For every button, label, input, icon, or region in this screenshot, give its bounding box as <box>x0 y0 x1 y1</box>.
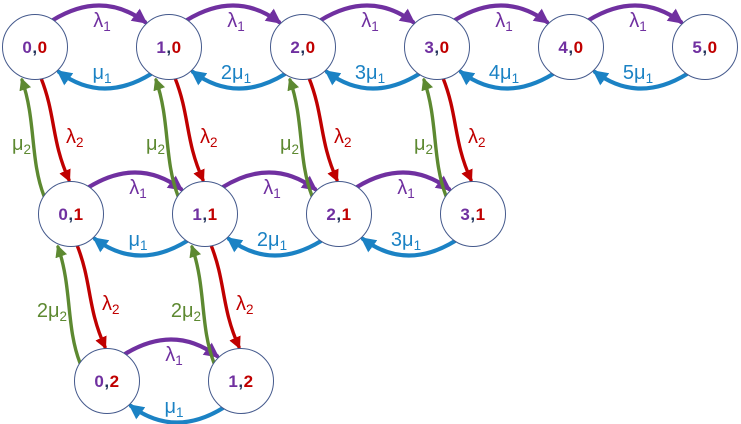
edge-lambda2-1,0-to-1,1 <box>173 76 205 183</box>
edge-lambda1-0,0-to-1,0 <box>50 3 148 25</box>
edge-mu2-1,2-to-1,1 <box>189 244 216 365</box>
edge-label-2,0-to-1,0: 2μ1 <box>221 62 251 86</box>
edge-mu1-1,2-to-0,2 <box>128 403 226 424</box>
edge-label-0,0-to-1,0: λ1 <box>93 10 111 34</box>
edge-lambda2-0,0-to-0,1 <box>39 76 71 183</box>
edge-mu1-4,0-to-3,0 <box>458 69 556 91</box>
edge-mu2-0,1-to-0,0 <box>19 77 46 198</box>
state-node-3,0 <box>404 14 470 80</box>
edge-lambda2-3,0-to-3,1 <box>441 76 473 183</box>
edge-mu1-3,1-to-2,1 <box>360 236 458 258</box>
state-label-0,0: 0,0 <box>22 38 47 57</box>
transition-edges: λ1 λ1 λ1 λ1 λ1 μ1 2μ1 3μ1 4μ1 5μ1 λ1 λ1 λ1 μ1 2μ1 3μ1 λ1… <box>12 3 690 424</box>
edge-label-0,2-to-1,2: λ1 <box>165 344 183 368</box>
edge-lambda1-4,0-to-5,0 <box>586 3 684 25</box>
state-node-0,2 <box>74 348 140 414</box>
state-node-1,2 <box>208 348 274 414</box>
state-node-3,1 <box>440 181 506 247</box>
state-nodes: 0,0 1,0 2,0 3,0 4,0 5,0 0,1 1,1 2,1 3,1 0,2 1,2 <box>2 14 738 414</box>
state-node-1,0 <box>136 14 202 80</box>
edge-label-1,0-to-0,0: μ1 <box>92 62 111 86</box>
state-node-4,0 <box>538 14 604 80</box>
state-label-1,2: 1,2 <box>228 372 253 391</box>
edge-label-1,0-to-1,1: λ2 <box>200 126 218 150</box>
edge-label-1,1-to-1,2: λ2 <box>236 293 254 317</box>
edge-mu1-3,0-to-2,0 <box>324 69 422 91</box>
state-label-0,2: 0,2 <box>94 372 119 391</box>
state-label-5,0: 5,0 <box>692 38 717 57</box>
state-node-1,1 <box>172 181 238 247</box>
state-node-2,0 <box>270 14 336 80</box>
edge-label-1,1-to-2,1: λ1 <box>263 177 281 201</box>
edge-label-1,2-to-1,1: 2μ2 <box>171 300 201 324</box>
edge-mu1-2,1-to-1,1 <box>226 236 324 258</box>
edge-label-5,0-to-4,0: 5μ1 <box>623 62 653 86</box>
edge-lambda1-0,1-to-1,1 <box>86 170 184 192</box>
edge-mu2-1,1-to-1,0 <box>153 77 180 198</box>
edge-lambda2-2,0-to-2,1 <box>307 76 339 183</box>
edge-mu1-2,0-to-1,0 <box>190 69 288 91</box>
state-label-3,1: 3,1 <box>460 205 485 224</box>
edge-label-1,1-to-0,1: μ1 <box>128 229 147 253</box>
state-node-5,0 <box>672 14 738 80</box>
edge-label-1,0-to-2,0: λ1 <box>227 10 245 34</box>
edge-lambda1-2,0-to-3,0 <box>318 3 416 25</box>
edge-label-3,1-to-2,1: 3μ1 <box>391 229 421 253</box>
state-label-4,0: 4,0 <box>558 38 583 57</box>
edge-lambda2-1,1-to-1,2 <box>209 243 241 350</box>
edge-lambda1-0,2-to-1,2 <box>122 337 220 359</box>
edge-label-2,0-to-2,1: λ2 <box>334 126 352 150</box>
edge-lambda2-0,1-to-0,2 <box>75 243 107 350</box>
edge-mu1-1,1-to-0,1 <box>92 236 190 258</box>
edge-label-0,1-to-0,0: μ2 <box>12 133 31 157</box>
edge-mu2-0,2-to-0,1 <box>55 244 82 365</box>
edge-label-0,1-to-1,1: λ1 <box>129 177 147 201</box>
edge-label-4,0-to-3,0: 4μ1 <box>489 62 519 86</box>
edge-mu1-1,0-to-0,0 <box>56 69 154 91</box>
state-node-0,0 <box>2 14 68 80</box>
edge-label-0,0-to-0,1: λ2 <box>66 126 84 150</box>
edge-mu2-2,1-to-2,0 <box>287 77 314 198</box>
edge-mu2-3,1-to-3,0 <box>421 77 448 198</box>
state-label-1,1: 1,1 <box>192 205 217 224</box>
state-label-1,0: 1,0 <box>156 38 181 57</box>
edge-label-0,2-to-0,1: 2μ2 <box>37 300 67 324</box>
edge-label-1,1-to-1,0: μ2 <box>146 133 165 157</box>
state-label-3,0: 3,0 <box>424 38 449 57</box>
edge-label-3,0-to-3,1: λ2 <box>468 126 486 150</box>
edge-lambda1-2,1-to-3,1 <box>354 170 452 192</box>
edge-label-1,2-to-0,2: μ1 <box>164 396 183 420</box>
edge-label-0,1-to-0,2: λ2 <box>102 293 120 317</box>
edge-label-2,0-to-3,0: λ1 <box>361 10 379 34</box>
edge-label-2,1-to-1,1: 2μ1 <box>257 229 287 253</box>
edge-label-4,0-to-5,0: λ1 <box>629 10 647 34</box>
edge-label-2,1-to-3,1: λ1 <box>397 177 415 201</box>
edge-lambda1-1,0-to-2,0 <box>184 3 282 25</box>
state-label-2,0: 2,0 <box>290 38 315 57</box>
edge-mu1-5,0-to-4,0 <box>592 69 690 91</box>
edge-label-3,0-to-2,0: 3μ1 <box>355 62 385 86</box>
edge-label-3,0-to-4,0: λ1 <box>495 10 513 34</box>
state-label-0,1: 0,1 <box>58 205 83 224</box>
state-node-0,1 <box>38 181 104 247</box>
state-node-2,1 <box>306 181 372 247</box>
edge-lambda1-3,0-to-4,0 <box>452 3 550 25</box>
edge-lambda1-1,1-to-2,1 <box>220 170 318 192</box>
state-label-2,1: 2,1 <box>326 205 351 224</box>
edge-label-3,1-to-3,0: μ2 <box>414 133 433 157</box>
edge-label-2,1-to-2,0: μ2 <box>280 133 299 157</box>
